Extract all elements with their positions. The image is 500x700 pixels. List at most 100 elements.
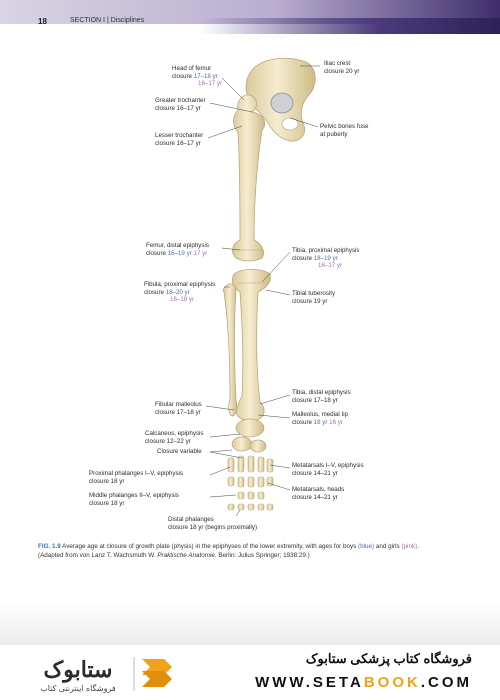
- label-closure-variable: Closure variable: [157, 448, 202, 456]
- label-line: closure 16–17 yr: [155, 104, 201, 112]
- url-accent: BOOK: [363, 674, 421, 691]
- caption-text: and girls: [374, 543, 402, 550]
- caption-girls: (pink): [401, 543, 418, 550]
- caption-boys: (blue): [358, 543, 375, 550]
- label-line: closure 12–22 yr: [145, 437, 191, 445]
- label-prefix: closure: [292, 418, 314, 426]
- label-distal-phalanges: Distal phalanges closure 18 yr (begins p…: [168, 516, 257, 531]
- girls-age: 16–17 yr: [318, 262, 343, 269]
- label-line: Head of femur: [172, 65, 212, 72]
- page-header: 18 SECTION I | Disciplines: [0, 0, 500, 40]
- label-line: closure 20 yr: [324, 67, 360, 75]
- label-line: Femur, distal epiphysis: [146, 242, 209, 249]
- label-line: closure 16–19 yr 17 yr: [146, 250, 209, 258]
- label-line: Iliac crest: [324, 60, 351, 67]
- section-name: SECTION I: [70, 17, 106, 24]
- caption-source-tail: . Berlin: Julius Springer; 1938:29.): [214, 552, 310, 559]
- label-line: closure 18 yr: [89, 499, 125, 507]
- boys-age: 18 yr: [313, 418, 328, 426]
- tibia: [232, 269, 271, 422]
- label-line: Metatarsals, heads: [292, 486, 345, 493]
- lower-extremity-illustration: [205, 57, 320, 517]
- boys-age: 18–20 yr: [165, 288, 190, 296]
- label-line: Tibia, proximal epiphysis: [292, 247, 360, 254]
- label-line: Lesser trochanter: [155, 132, 204, 139]
- boys-age: 16–19 yr: [167, 249, 192, 257]
- label-line: at puberty: [320, 130, 348, 138]
- url-before: WWW.SETA: [255, 674, 364, 691]
- skeleton-figure: Iliac crest closure 20 yr Head of femur …: [89, 57, 369, 531]
- boys-age: 17–18 yr: [193, 72, 218, 80]
- logo-icon: ستابوک فروشگاه اینترنتی کتاب: [40, 657, 172, 693]
- section-label: SECTION I | Disciplines: [70, 17, 144, 24]
- leader-lines: [205, 65, 320, 517]
- label-femur-distal: Femur, distal epiphysis closure 16–19 yr…: [146, 242, 209, 257]
- label-line: closure 17–18 yr: [172, 73, 222, 81]
- label-middle-phalanges: Middle phalanges II–V, epiphysis closure…: [89, 492, 179, 507]
- label-line: Fibular malleolus: [155, 401, 202, 408]
- label-proximal-phalanges: Proximal phalanges I–V, epiphysis closur…: [89, 470, 183, 485]
- foot-bones: [227, 418, 274, 511]
- store-url[interactable]: WWW.SETABOOK.COM: [255, 674, 472, 691]
- label-tibia-distal: Tibia, distal epiphysis closure 17–18 yr: [292, 389, 351, 404]
- figure-number: FIG. 1.9: [38, 543, 61, 550]
- label-prefix: closure: [144, 288, 166, 296]
- boys-age: 18–19 yr: [313, 254, 338, 262]
- label-line: closure 18–19 yr: [292, 255, 360, 263]
- label-metatarsals: Metatarsals I–V, epiphysis closure 14–21…: [292, 462, 364, 477]
- girls-age: 16–17 yr: [198, 80, 223, 87]
- label-line: closure 18 yr (begins proximally): [168, 523, 258, 531]
- girls-age: 16–18 yr: [170, 296, 195, 303]
- label-iliac-crest: Iliac crest closure 20 yr: [324, 60, 359, 75]
- label-line: closure 17–18 yr: [292, 396, 338, 404]
- label-line: Metatarsals I–V, epiphysis: [292, 462, 364, 469]
- label-line: Tibia, distal epiphysis: [292, 389, 351, 396]
- label-line: closure 19 yr: [292, 297, 328, 305]
- caption-text: .: [417, 543, 419, 550]
- label-line: closure 18 yr: [89, 477, 125, 485]
- femur: [232, 94, 266, 262]
- label-line: Distal phalanges: [168, 516, 214, 523]
- label-tibia-proximal: Tibia, proximal epiphysis closure 18–19 …: [292, 247, 360, 270]
- label-line: Fibula, proximal epiphysis: [144, 281, 216, 288]
- label-malleolus-medial: Malleolus, medial tip closure 18 yr 16 y…: [292, 411, 348, 426]
- store-logo: ستابوک فروشگاه اینترنتی کتاب: [14, 653, 174, 695]
- label-tibial-tuberosity: Tibial tuberosity closure 19 yr: [292, 290, 335, 305]
- figure-caption: FIG. 1.9 Average age at closure of growt…: [38, 542, 468, 560]
- label-line: Tibial tuberosity: [292, 290, 336, 297]
- label-line: closure 17–18 yr: [155, 408, 201, 416]
- fibula: [222, 283, 238, 417]
- label-line: closure 14–21 yr: [292, 469, 338, 477]
- girls-age: 16 yr: [329, 418, 343, 426]
- caption-source: (Adapted from von Lanz T, Wachsmuth W.: [38, 552, 158, 559]
- label-line: Middle phalanges II–V, epiphysis: [89, 492, 179, 499]
- section-separator: |: [106, 17, 109, 24]
- store-banner: [0, 645, 500, 700]
- header-accent: [200, 18, 500, 34]
- caption-book-title: Praktische Anatomie: [157, 552, 215, 559]
- store-name: فروشگاه کتاب پزشکی ستابوک: [305, 651, 472, 666]
- label-calcaneus: Calcaneus, epiphysis closure 12–22 yr: [145, 430, 203, 445]
- label-line: 16–17 yr: [172, 80, 222, 88]
- page-number: 18: [38, 17, 47, 26]
- label-metatarsals-heads: Metatarsals, heads closure 14–21 yr: [292, 486, 344, 501]
- label-line: Calcaneus, epiphysis: [145, 430, 204, 437]
- girls-age: 17 yr: [193, 249, 208, 257]
- label-greater-trochanter: Greater trochanter closure 16–17 yr: [155, 97, 206, 112]
- label-pelvic-bones: Pelvic bones fuse at puberty: [320, 123, 369, 138]
- label-fibular-malleolus: Fibular malleolus closure 17–18 yr: [155, 401, 202, 416]
- label-line: 16–17 yr: [292, 262, 360, 270]
- label-head-of-femur: Head of femur closure 17–18 yr 16–17 yr: [172, 65, 222, 88]
- label-prefix: closure: [146, 249, 168, 257]
- label-line: closure 18 yr 16 yr: [292, 419, 348, 427]
- caption-text: Average age at closure of growth plate (…: [60, 543, 359, 550]
- label-line: Proximal phalanges I–V, epiphysis: [89, 470, 184, 477]
- logo-subtext: فروشگاه اینترنتی کتاب: [40, 683, 116, 693]
- label-lesser-trochanter: Lesser trochanter closure 16–17 yr: [155, 132, 203, 147]
- label-line: closure 16–17 yr: [155, 139, 201, 147]
- label-line: Closure variable: [157, 448, 202, 455]
- label-fibula-proximal: Fibula, proximal epiphysis closure 18–20…: [144, 281, 215, 304]
- url-after: .COM: [420, 674, 472, 691]
- page-bottom-fade: [0, 600, 500, 645]
- label-prefix: closure: [292, 254, 314, 262]
